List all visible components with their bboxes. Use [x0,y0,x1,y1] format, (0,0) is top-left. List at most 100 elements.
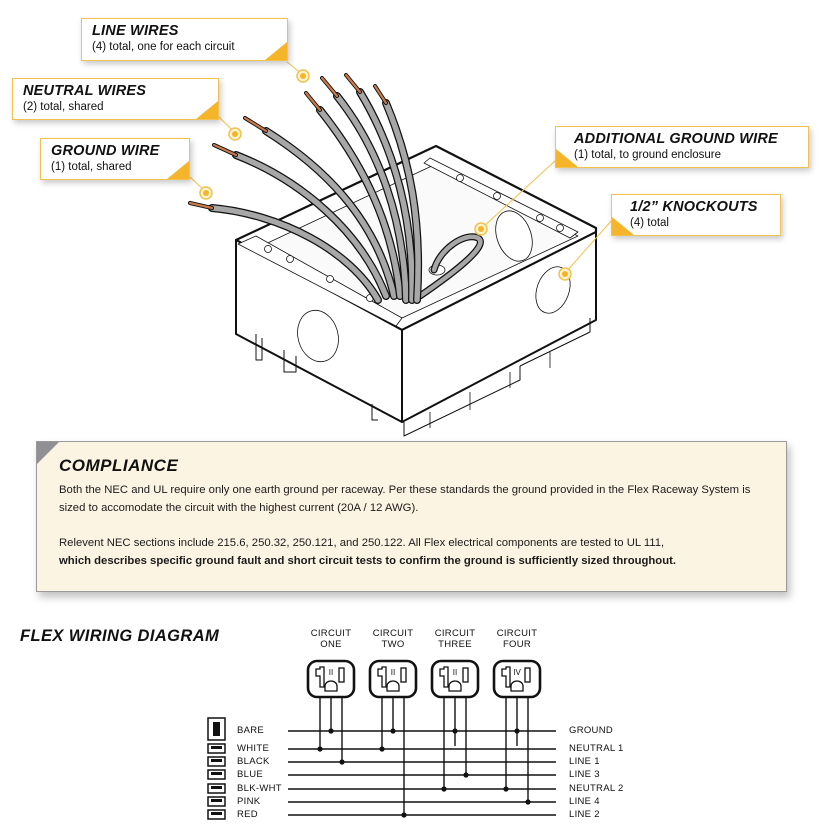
callout-corner-accent [196,101,218,119]
bare-wire-core-icon [213,722,220,736]
wires [188,73,423,304]
compliance-corner-accent [37,442,59,464]
receptacle-numeral: II [329,668,333,677]
ground-wire [188,201,382,304]
callout-subtitle: (4) total, one for each circuit [92,41,235,53]
knockout-front [297,309,339,363]
circuit-label-line1: CIRCUIT [434,628,476,639]
callout-subtitle: (4) total [630,217,669,229]
bus-label: GROUND [569,725,614,736]
circuit-label-line2: FOUR [502,639,532,650]
compliance-paragraph-2-bold: which describes specific ground fault an… [59,554,676,567]
circuit-label-line1: CIRCUIT [310,628,352,639]
line-wire-1 [304,91,404,300]
receptacle-numeral: II [453,668,457,677]
circuit-label-line2: TWO [381,639,405,650]
neutral-wire-1 [212,143,390,300]
callout-neutral-wires: NEUTRAL WIRES (2) total, shared [12,78,219,120]
line-wire-4 [373,84,423,304]
insulated-wire-core-icon [211,746,222,749]
junction-dot [441,786,447,792]
insulated-wire-core-icon [211,759,222,762]
neutral-slot-icon [439,666,449,688]
circuit-label-line1: CIRCUIT [496,628,538,639]
compliance-panel: COMPLIANCE Both the NEC and UL require o… [36,441,787,592]
line-slot-icon [338,667,345,683]
ground-slot-icon [386,680,400,692]
callout-corner-accent [556,149,578,167]
callout-title: ADDITIONAL GROUND WIRE [574,131,778,147]
compliance-title: COMPLIANCE [59,456,179,475]
callout-additional-ground-wire: ADDITIONAL GROUND WIRE (1) total, to gro… [555,126,809,168]
callout-knockouts: 1/2” KNOCKOUTS (4) total [611,194,781,236]
insulated-wire-core-icon [211,812,222,815]
junction-dot [514,728,520,734]
ground-slot-icon [510,680,524,692]
circuit-label-line1: CIRCUIT [372,628,414,639]
wire-color-label: PINK [237,796,261,807]
callout-corner-accent [167,161,189,179]
compliance-paragraph-2: Relevent NEC sections include 215.6, 250… [59,535,774,570]
junction-box-illustration [188,61,613,437]
ground-slot-icon [448,680,462,692]
callout-title: GROUND WIRE [51,143,160,159]
callout-title: 1/2” KNOCKOUTS [630,199,758,215]
callout-title: LINE WIRES [92,23,179,39]
junction-dot [401,812,407,818]
wire-color-label: BARE [237,725,265,736]
junction-dot [379,746,385,752]
insulated-wire-core-icon [211,772,222,775]
insulated-wire-core-icon [211,786,222,789]
junction-dot [328,728,334,734]
neutral-wire-2 [243,116,398,300]
junction-dot [390,728,396,734]
neutral-slot-icon [315,666,325,688]
bus-label: LINE 4 [569,796,600,807]
junction-dot [452,728,458,734]
line-wire-2 [320,76,410,304]
compliance-paragraph-2-text: Relevent NEC sections include 215.6, 250… [59,537,665,549]
line-wire-3 [344,73,417,304]
callout-title: NEUTRAL WIRES [23,83,147,99]
compliance-paragraph-1: Both the NEC and UL require only one ear… [59,484,751,514]
box-mounting-ear-front [237,235,403,327]
wire-color-label: BLUE [237,769,264,780]
circuit-label-line2: THREE [438,639,472,650]
line-slot-icon [462,667,469,683]
receptacle-numeral: II [391,668,395,677]
callout-dots [199,69,572,281]
bus-label: NEUTRAL 2 [569,783,624,794]
bus-label: LINE 2 [569,809,600,820]
callout-corner-accent [612,217,634,235]
junction-dot [317,746,323,752]
neutral-slot-icon [501,666,511,688]
wiring-diagram-title: FLEX WIRING DIAGRAM [20,627,220,645]
neutral-slot-icon [377,666,387,688]
inner-knockout [495,210,533,262]
callout-subtitle: (2) total, shared [23,101,104,113]
bus-label: LINE 3 [569,769,600,780]
bus-label: LINE 1 [569,756,600,767]
callout-subtitle: (1) total, shared [51,161,132,173]
callout-ground-wire: GROUND WIRE (1) total, shared [40,138,190,180]
receptacle-numeral: IV [513,668,521,677]
wire-color-label: RED [237,809,258,820]
callout-subtitle: (1) total, to ground enclosure [574,149,722,161]
bus-label: NEUTRAL 1 [569,743,624,754]
callout-line-wires: LINE WIRES (4) total, one for each circu… [81,18,288,61]
wire-color-label: BLK-WHT [237,783,282,794]
line-slot-icon [400,667,407,683]
circuit-label-line2: ONE [320,639,342,650]
junction-dot [339,759,345,765]
insulated-wire-core-icon [211,799,222,802]
junction-dot [463,772,469,778]
junction-dot [503,786,509,792]
callout-corner-accent [265,42,287,60]
junction-dot [525,799,531,805]
wire-color-label: BLACK [237,756,270,767]
